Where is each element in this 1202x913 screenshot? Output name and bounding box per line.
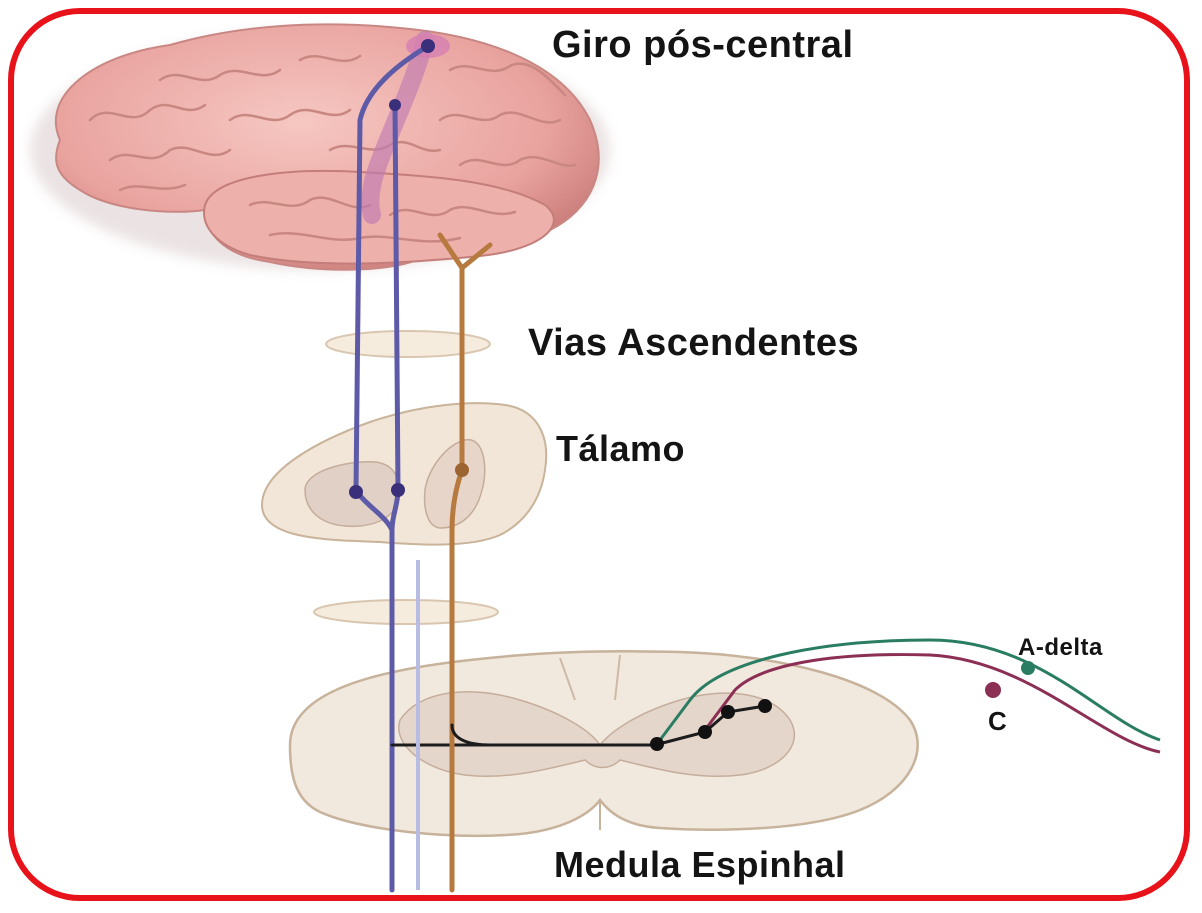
neuron-synapse	[349, 485, 363, 499]
c-cell-body	[985, 682, 1001, 698]
c-fiber-label: C	[988, 706, 1007, 737]
neuron-terminal	[421, 39, 435, 53]
pathway-section-ring-upper	[326, 331, 490, 357]
neuron-synapse	[455, 463, 469, 477]
thalamus-label: Tálamo	[556, 428, 685, 470]
a-delta-cell-body	[1021, 661, 1035, 675]
thalamus-illustration	[262, 403, 546, 544]
postcentral-gyrus-label: Giro pós-central	[552, 24, 854, 67]
pathway-section-ring-lower	[314, 600, 498, 624]
brain-illustration	[30, 24, 610, 270]
a-delta-fiber-label: A-delta	[1018, 634, 1103, 662]
ascending-pathways-label: Vias Ascendentes	[528, 322, 859, 365]
neuron-synapse	[391, 483, 405, 497]
neuron-terminal	[389, 99, 401, 111]
spinal-cord-label: Medula Espinhal	[554, 844, 846, 886]
